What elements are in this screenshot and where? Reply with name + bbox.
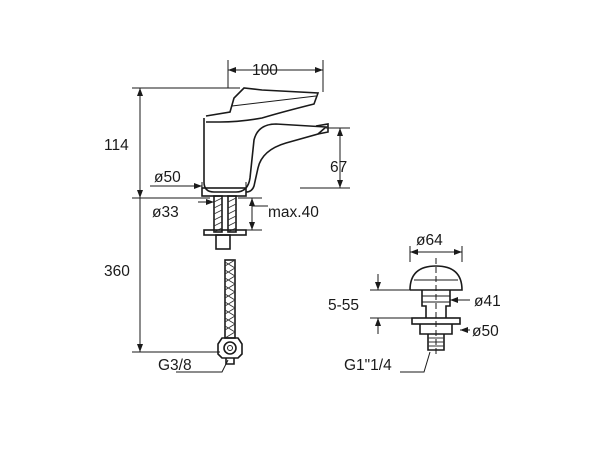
hose-length-label: 360 bbox=[104, 263, 130, 280]
mounting-rods bbox=[213, 195, 237, 233]
max-thickness-label: max.40 bbox=[268, 204, 319, 221]
hose-thread-label: G3/8 bbox=[158, 357, 192, 374]
faucet-dimension-labels: 100 114 67 ø50 ø33 max.40 360 G3/8 bbox=[104, 62, 347, 374]
waste-body bbox=[421, 290, 451, 318]
waste-cap bbox=[409, 265, 463, 291]
hose-connector bbox=[217, 337, 243, 365]
width-label: 100 bbox=[252, 62, 278, 79]
faucet-drawing bbox=[201, 87, 329, 365]
faucet-spout bbox=[315, 123, 329, 135]
spout-height-label: 67 bbox=[330, 159, 347, 176]
waste-dimensions bbox=[370, 246, 470, 373]
faucet-body bbox=[203, 118, 328, 193]
waste-thread-label: G1"1/4 bbox=[344, 357, 392, 374]
faucet-dimensions bbox=[132, 60, 350, 373]
flexible-hose bbox=[224, 259, 236, 339]
flange-diameter-label: ø50 bbox=[472, 323, 499, 340]
base-diameter-label: ø50 bbox=[154, 169, 181, 186]
body-diameter-label: ø41 bbox=[474, 293, 501, 310]
waste-drawing bbox=[409, 258, 463, 356]
range-label: 5-55 bbox=[328, 297, 359, 314]
cap-diameter-label: ø64 bbox=[416, 232, 443, 249]
faucet-lever bbox=[205, 87, 320, 123]
height-label: 114 bbox=[104, 137, 129, 154]
waste-dimension-labels: ø64 5-55 ø41 ø50 G1"1/4 bbox=[328, 232, 501, 374]
hole-diameter-label: ø33 bbox=[152, 204, 179, 221]
